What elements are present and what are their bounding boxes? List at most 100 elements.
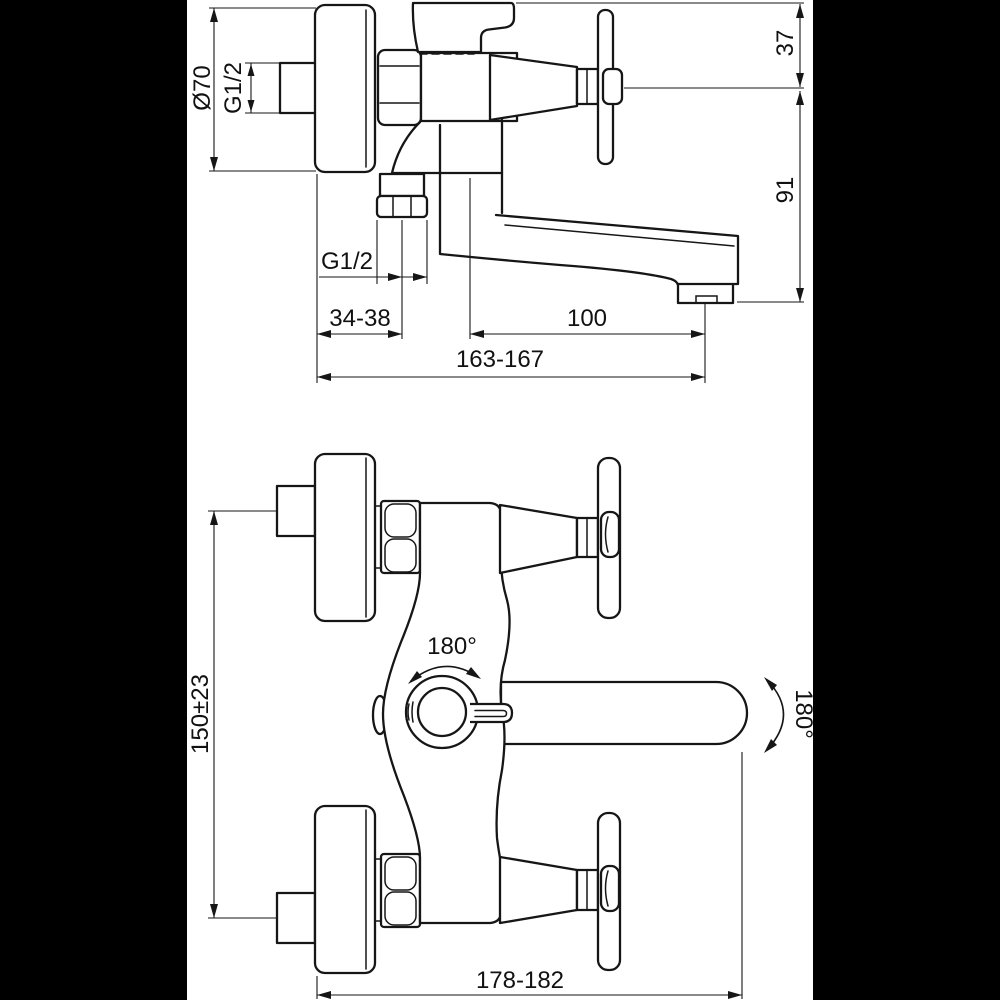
arrowhead <box>764 739 777 753</box>
arrowhead <box>413 273 427 281</box>
arrowhead <box>408 671 422 684</box>
upper-handle-neck <box>575 516 600 559</box>
technical-drawing: Ø70 G1/2 37 91 G1/2 <box>187 1 813 999</box>
wall-supply-stub <box>278 61 318 115</box>
arrowhead <box>247 100 255 112</box>
dim-lines <box>319 220 428 284</box>
upper-handle-cone <box>498 503 579 575</box>
aerator-block <box>676 282 735 305</box>
handle-cone <box>488 53 579 122</box>
arrowhead <box>691 330 705 338</box>
arrowhead <box>317 991 331 999</box>
aerator <box>676 282 735 305</box>
rotation-angle-front: 180° <box>427 633 477 660</box>
front-view: 180° 180° 150±23 178-182 <box>187 452 813 999</box>
flange-outline <box>313 3 377 174</box>
swivel-spout-front <box>499 680 749 746</box>
arrowhead <box>466 667 481 679</box>
handle-neck <box>575 67 600 106</box>
nut-facet <box>384 856 417 891</box>
dim-outlet-thread: G1/2 <box>321 248 373 275</box>
nut-facet <box>384 891 417 926</box>
hub-arc <box>604 870 609 907</box>
lower-handle-neck <box>575 868 600 912</box>
upper-supply-stub <box>275 484 317 538</box>
swivel-arc-side-group: 180° <box>764 677 813 753</box>
lever-handle <box>411 1 516 55</box>
upper-cross-handle <box>596 456 622 620</box>
dim-spout-reach: 100 <box>567 305 607 332</box>
dim-lines <box>209 7 316 172</box>
cross-handle-hub <box>599 864 621 913</box>
spout-inner-line <box>504 224 735 247</box>
dim-spout-reach-group: 100 <box>469 178 706 383</box>
outlet-pipe <box>378 172 426 198</box>
nut-outline <box>376 48 423 127</box>
arrowhead <box>796 73 804 87</box>
dim-inlet-thread: G1/2 <box>220 62 247 114</box>
upper-flange <box>313 452 377 623</box>
dim-lines <box>316 752 743 999</box>
dim-top-to-axis: 37 <box>772 30 799 57</box>
rotation-angle-side: 180° <box>790 689 813 739</box>
lower-flange <box>313 804 377 975</box>
nut-facet <box>384 503 417 538</box>
dim-axis-to-outlet-group: 91 <box>624 87 804 303</box>
knob-pointer-stem <box>470 702 514 724</box>
dim-lines <box>469 178 706 383</box>
union-nut <box>376 48 423 127</box>
dim-center-distance: 150±23 <box>187 674 214 754</box>
lever-outline <box>411 1 516 54</box>
dim-inlet-thread-group: G1/2 <box>220 62 281 114</box>
upper-union-nut <box>379 499 422 575</box>
diverter-knob <box>404 674 514 750</box>
dim-wall-to-outlet: 34-38 <box>329 305 390 332</box>
dim-wall-to-outlet-group: 34-38 <box>316 174 403 383</box>
dim-overall-width-group: 178-182 <box>316 752 743 999</box>
arrowhead <box>210 904 218 918</box>
nut-facet-lines <box>379 65 420 104</box>
knob-ticks <box>407 701 414 723</box>
arrowhead <box>247 64 255 76</box>
dim-overall-depth: 163-167 <box>456 346 544 373</box>
arrowhead <box>210 8 218 22</box>
swivel-arc-front-group: 180° <box>408 633 481 684</box>
arrowhead <box>796 288 804 302</box>
body-underside <box>390 120 504 175</box>
dim-overall-depth-group: 163-167 <box>317 346 705 381</box>
dim-lines <box>208 510 277 919</box>
lower-supply-stub <box>275 891 317 945</box>
dim-axis-to-outlet: 91 <box>772 177 799 204</box>
arrowhead <box>317 330 331 338</box>
dim-overall-width: 178-182 <box>476 967 564 994</box>
lower-cross-handle <box>596 811 622 972</box>
shower-outlet <box>375 172 429 219</box>
arrowhead <box>796 4 804 18</box>
arrowhead <box>210 511 218 525</box>
spout <box>438 123 740 305</box>
side-view: Ø70 G1/2 37 91 G1/2 <box>189 1 804 383</box>
arrowhead <box>388 273 402 281</box>
spout-underside <box>438 123 680 287</box>
cross-handle-hub <box>599 510 621 559</box>
dim-center-distance-group: 150±23 <box>187 510 277 919</box>
lower-handle-cone <box>498 855 579 925</box>
arrowhead <box>317 373 331 381</box>
aerator-detail <box>695 295 718 304</box>
outlet-nut <box>375 194 429 219</box>
dim-flange-diameter: Ø70 <box>189 65 216 110</box>
cross-handle-hub <box>601 67 624 106</box>
arrowhead <box>388 330 402 338</box>
arrowhead <box>210 157 218 171</box>
dim-lines <box>316 174 403 383</box>
lower-union-nut <box>379 852 422 929</box>
arrowhead <box>764 677 777 691</box>
dim-lines <box>624 87 804 303</box>
arrowhead <box>470 330 484 338</box>
drawing-sheet: Ø70 G1/2 37 91 G1/2 <box>187 0 813 1000</box>
nut-facet <box>384 538 417 573</box>
arrowhead <box>796 91 804 105</box>
knob-inner-circle <box>416 686 468 738</box>
dim-top-to-axis-group: 37 <box>516 2 804 87</box>
hub-arc <box>604 516 609 553</box>
